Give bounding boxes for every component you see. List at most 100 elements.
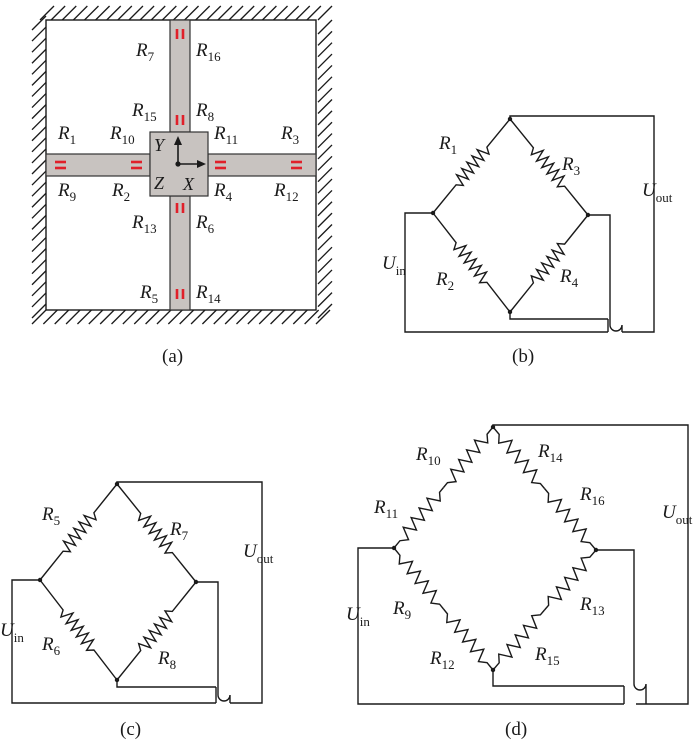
hatch-mark xyxy=(31,15,47,31)
label-r10: R10 xyxy=(109,123,135,147)
hatch-mark xyxy=(31,226,47,241)
hatch-mark xyxy=(258,309,274,325)
label-d-r9: R9 xyxy=(392,598,411,622)
hatch-mark xyxy=(317,258,333,274)
hatch-top xyxy=(39,5,333,21)
label-r11: R11 xyxy=(213,123,238,147)
label-b-uout: Uout xyxy=(642,180,673,205)
hatch-mark xyxy=(31,203,47,219)
resistor-c-r7 xyxy=(116,483,197,583)
hatch-mark xyxy=(195,5,211,21)
label-r9: R9 xyxy=(57,180,76,204)
hatch-mark xyxy=(122,309,138,325)
y-axis-label: Y xyxy=(154,135,166,155)
label-r12: R12 xyxy=(273,180,299,204)
hatch-mark xyxy=(179,309,195,325)
label-d-r12: R12 xyxy=(429,648,455,672)
hatch-mark xyxy=(76,309,92,325)
hatch-mark xyxy=(39,5,55,21)
resistor-d-r12 xyxy=(442,608,494,671)
hatch-mark xyxy=(317,167,333,183)
caption-a: (a) xyxy=(162,346,183,367)
hatch-mark xyxy=(65,309,81,325)
hatch-mark xyxy=(217,5,233,21)
resistor-d-r16 xyxy=(543,488,597,551)
label-r6: R6 xyxy=(195,212,215,236)
wire-b-output xyxy=(509,115,655,333)
label-d-r13: R13 xyxy=(579,594,605,618)
hatch-mark xyxy=(31,70,47,86)
hatch-mark xyxy=(317,224,333,239)
hatch-mark xyxy=(317,280,333,296)
hatch-mark xyxy=(150,5,166,21)
beam-left xyxy=(45,153,151,177)
hatch-mark xyxy=(317,235,333,251)
hatch-mark xyxy=(156,309,172,325)
hatch-mark xyxy=(317,303,333,319)
hatch-mark xyxy=(31,192,47,208)
hatch-mark xyxy=(284,5,300,21)
hatch-mark xyxy=(31,126,47,142)
bridge-d-resistors xyxy=(391,424,599,673)
hatch-mark xyxy=(139,5,155,21)
label-b-r1: R1 xyxy=(438,133,457,157)
label-b-uin: Uin xyxy=(382,253,406,278)
hatch-mark xyxy=(88,309,104,325)
hatch-mark xyxy=(31,181,47,197)
hatch-mark xyxy=(31,93,47,108)
panel-c: R5 R7 R6 R8 Uin Uout (c) xyxy=(0,481,274,740)
bridge-c-resistors xyxy=(37,481,199,683)
hatch-mark xyxy=(111,309,126,325)
label-d-uout: Uout xyxy=(662,502,693,527)
label-b-r4: R4 xyxy=(559,266,579,290)
label-d-uin: Uin xyxy=(346,604,370,629)
hatch-mark xyxy=(31,59,47,75)
hatch-mark xyxy=(273,5,288,21)
hatch-mark xyxy=(31,309,47,325)
hatch-mark xyxy=(250,5,266,21)
hatch-mark xyxy=(281,309,297,325)
label-c-uin: Uin xyxy=(0,620,24,645)
label-r7: R7 xyxy=(135,40,155,64)
label-r15: R15 xyxy=(131,100,157,124)
resistor-b-r3 xyxy=(509,118,589,216)
hatch-mark xyxy=(31,37,47,53)
beam-top xyxy=(169,19,191,133)
hatch-mark xyxy=(31,148,47,164)
x-axis-label: X xyxy=(182,174,195,194)
resistor-d-r13 xyxy=(543,549,597,611)
hatch-mark xyxy=(306,5,322,21)
resistor-d-r11 xyxy=(393,487,445,549)
beam-right xyxy=(207,153,317,177)
hatch-mark xyxy=(317,30,333,46)
resistor-d-r10 xyxy=(442,426,494,488)
hatch-mark xyxy=(224,309,240,325)
wire-c-bottom xyxy=(116,680,216,688)
hatch-mark xyxy=(31,281,47,297)
hatch-mark xyxy=(31,237,47,252)
panel-d: R10 R11 R14 R16 R9 R12 R13 R15 Uin Uout … xyxy=(346,424,693,740)
caption-b: (b) xyxy=(512,346,534,367)
resistor-c-r5 xyxy=(39,483,118,581)
hatch-mark xyxy=(31,259,47,275)
hatch-mark xyxy=(317,189,333,205)
hatch-mark xyxy=(317,144,333,160)
z-axis-label: Z xyxy=(154,173,165,193)
hatch-mark xyxy=(161,5,177,21)
label-r16: R16 xyxy=(195,40,221,64)
hatch-mark xyxy=(61,5,77,21)
wire-c-input xyxy=(11,579,216,704)
hatch-mark xyxy=(206,5,222,21)
hatch-mark xyxy=(236,309,251,325)
y-arrowhead xyxy=(174,136,182,145)
hatch-mark xyxy=(317,87,333,103)
label-r14: R14 xyxy=(195,282,221,306)
hatch-mark xyxy=(201,309,217,325)
hatch-mark xyxy=(317,292,333,308)
panel-a: Y Z X R7 R16 R15 R8 R1 R10 R11 R3 R9 R2 … xyxy=(31,5,333,367)
hatch-mark xyxy=(317,133,333,149)
hatch-mark xyxy=(228,5,244,21)
hatch-mark xyxy=(295,5,311,21)
wire-b-right-tap xyxy=(588,214,623,332)
